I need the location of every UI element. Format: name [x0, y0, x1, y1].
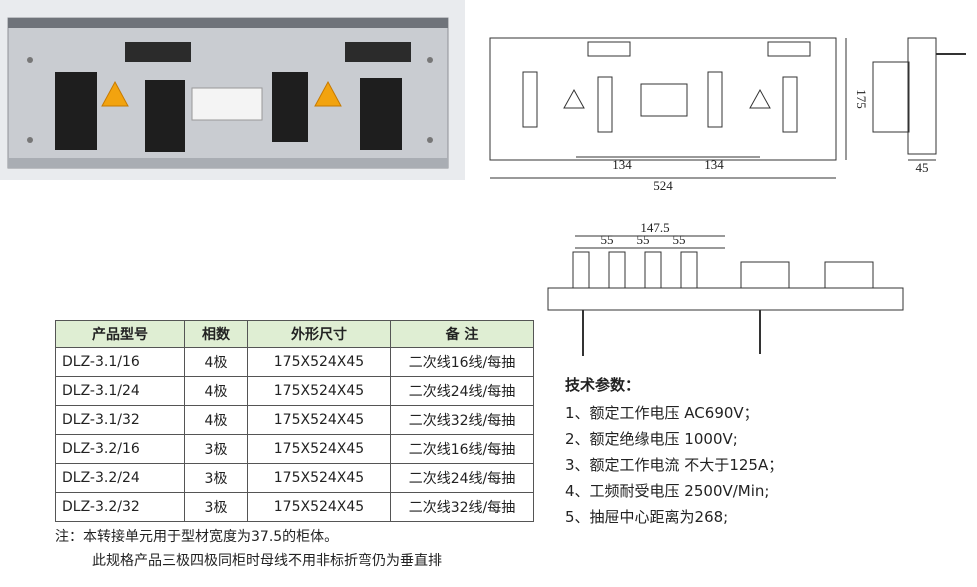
- dim-147-5: 147.5: [640, 220, 669, 235]
- cell-model: DLZ-3.2/16: [55, 434, 185, 464]
- cell-dimensions: 175X524X45: [247, 434, 391, 464]
- table-row: DLZ-3.2/24 3极 175X524X45 二次线24线/每抽: [55, 463, 534, 493]
- note-line-1: 注：本转接单元用于型材宽度为37.5的柜体。: [55, 529, 339, 545]
- header-remarks: 备 注: [390, 320, 534, 348]
- table-row: DLZ-3.2/16 3极 175X524X45 二次线16线/每抽: [55, 434, 534, 464]
- dim-134-left: 134: [612, 157, 632, 172]
- dim-55-c: 55: [673, 232, 686, 247]
- header-model: 产品型号: [55, 320, 185, 348]
- dim-524: 524: [653, 178, 673, 193]
- dim-45: 45: [916, 160, 929, 175]
- cell-phase: 4极: [184, 376, 248, 406]
- cell-remarks: 二次线24线/每抽: [390, 376, 534, 406]
- dim-55-a: 55: [601, 232, 614, 247]
- product-photo: [0, 0, 465, 180]
- tech-param-item: 1、额定工作电压 AC690V；: [565, 404, 759, 422]
- cell-dimensions: 175X524X45: [247, 347, 391, 377]
- table-row: DLZ-3.2/32 3极 175X524X45 二次线32线/每抽: [55, 492, 534, 522]
- front-view-drawing: 134 134 524 175: [488, 32, 869, 196]
- table-row: DLZ-3.1/24 4极 175X524X45 二次线24线/每抽: [55, 376, 534, 406]
- tech-param-item: 5、抽屉中心距离为268;: [565, 508, 729, 526]
- cell-phase: 3极: [184, 492, 248, 522]
- tech-param-item: 4、工频耐受电压 2500V/Min;: [565, 482, 770, 500]
- spec-table: 产品型号 相数 外形尺寸 备 注 DLZ-3.1/16 4极 175X524X4…: [55, 320, 534, 522]
- cell-remarks: 二次线32线/每抽: [390, 405, 534, 435]
- header-dimensions: 外形尺寸: [247, 320, 391, 348]
- dim-55-b: 55: [637, 232, 650, 247]
- cell-remarks: 二次线16线/每抽: [390, 347, 534, 377]
- table-header-row: 产品型号 相数 外形尺寸 备 注: [55, 320, 534, 348]
- cell-phase: 4极: [184, 405, 248, 435]
- cell-model: DLZ-3.2/32: [55, 492, 185, 522]
- cell-model: DLZ-3.1/24: [55, 376, 185, 406]
- tech-param-item: 2、额定绝缘电压 1000V;: [565, 430, 738, 448]
- cell-dimensions: 175X524X45: [247, 463, 391, 493]
- tech-params-title: 技术参数：: [565, 376, 641, 394]
- cell-dimensions: 175X524X45: [247, 376, 391, 406]
- side-view-drawing: 45: [868, 32, 968, 176]
- cell-remarks: 二次线16线/每抽: [390, 434, 534, 464]
- cell-phase: 4极: [184, 347, 248, 377]
- dim-134-right: 134: [704, 157, 724, 172]
- table-row: DLZ-3.1/16 4极 175X524X45 二次线16线/每抽: [55, 347, 534, 377]
- cell-model: DLZ-3.1/32: [55, 405, 185, 435]
- table-row: DLZ-3.1/32 4极 175X524X45 二次线32线/每抽: [55, 405, 534, 435]
- cell-remarks: 二次线24线/每抽: [390, 463, 534, 493]
- cell-phase: 3极: [184, 463, 248, 493]
- cell-remarks: 二次线32线/每抽: [390, 492, 534, 522]
- cell-model: DLZ-3.2/24: [55, 463, 185, 493]
- cell-dimensions: 175X524X45: [247, 492, 391, 522]
- dim-175: 175: [854, 89, 869, 109]
- note-line-2: 此规格产品三极四极同柜时母线不用非标折弯仍为垂直排: [92, 553, 442, 569]
- tech-param-item: 3、额定工作电流 不大于125A；: [565, 456, 784, 474]
- cell-dimensions: 175X524X45: [247, 405, 391, 435]
- bottom-view-drawing: 147.5 55 55 55: [545, 216, 905, 370]
- header-phase: 相数: [184, 320, 248, 348]
- cell-model: DLZ-3.1/16: [55, 347, 185, 377]
- cell-phase: 3极: [184, 434, 248, 464]
